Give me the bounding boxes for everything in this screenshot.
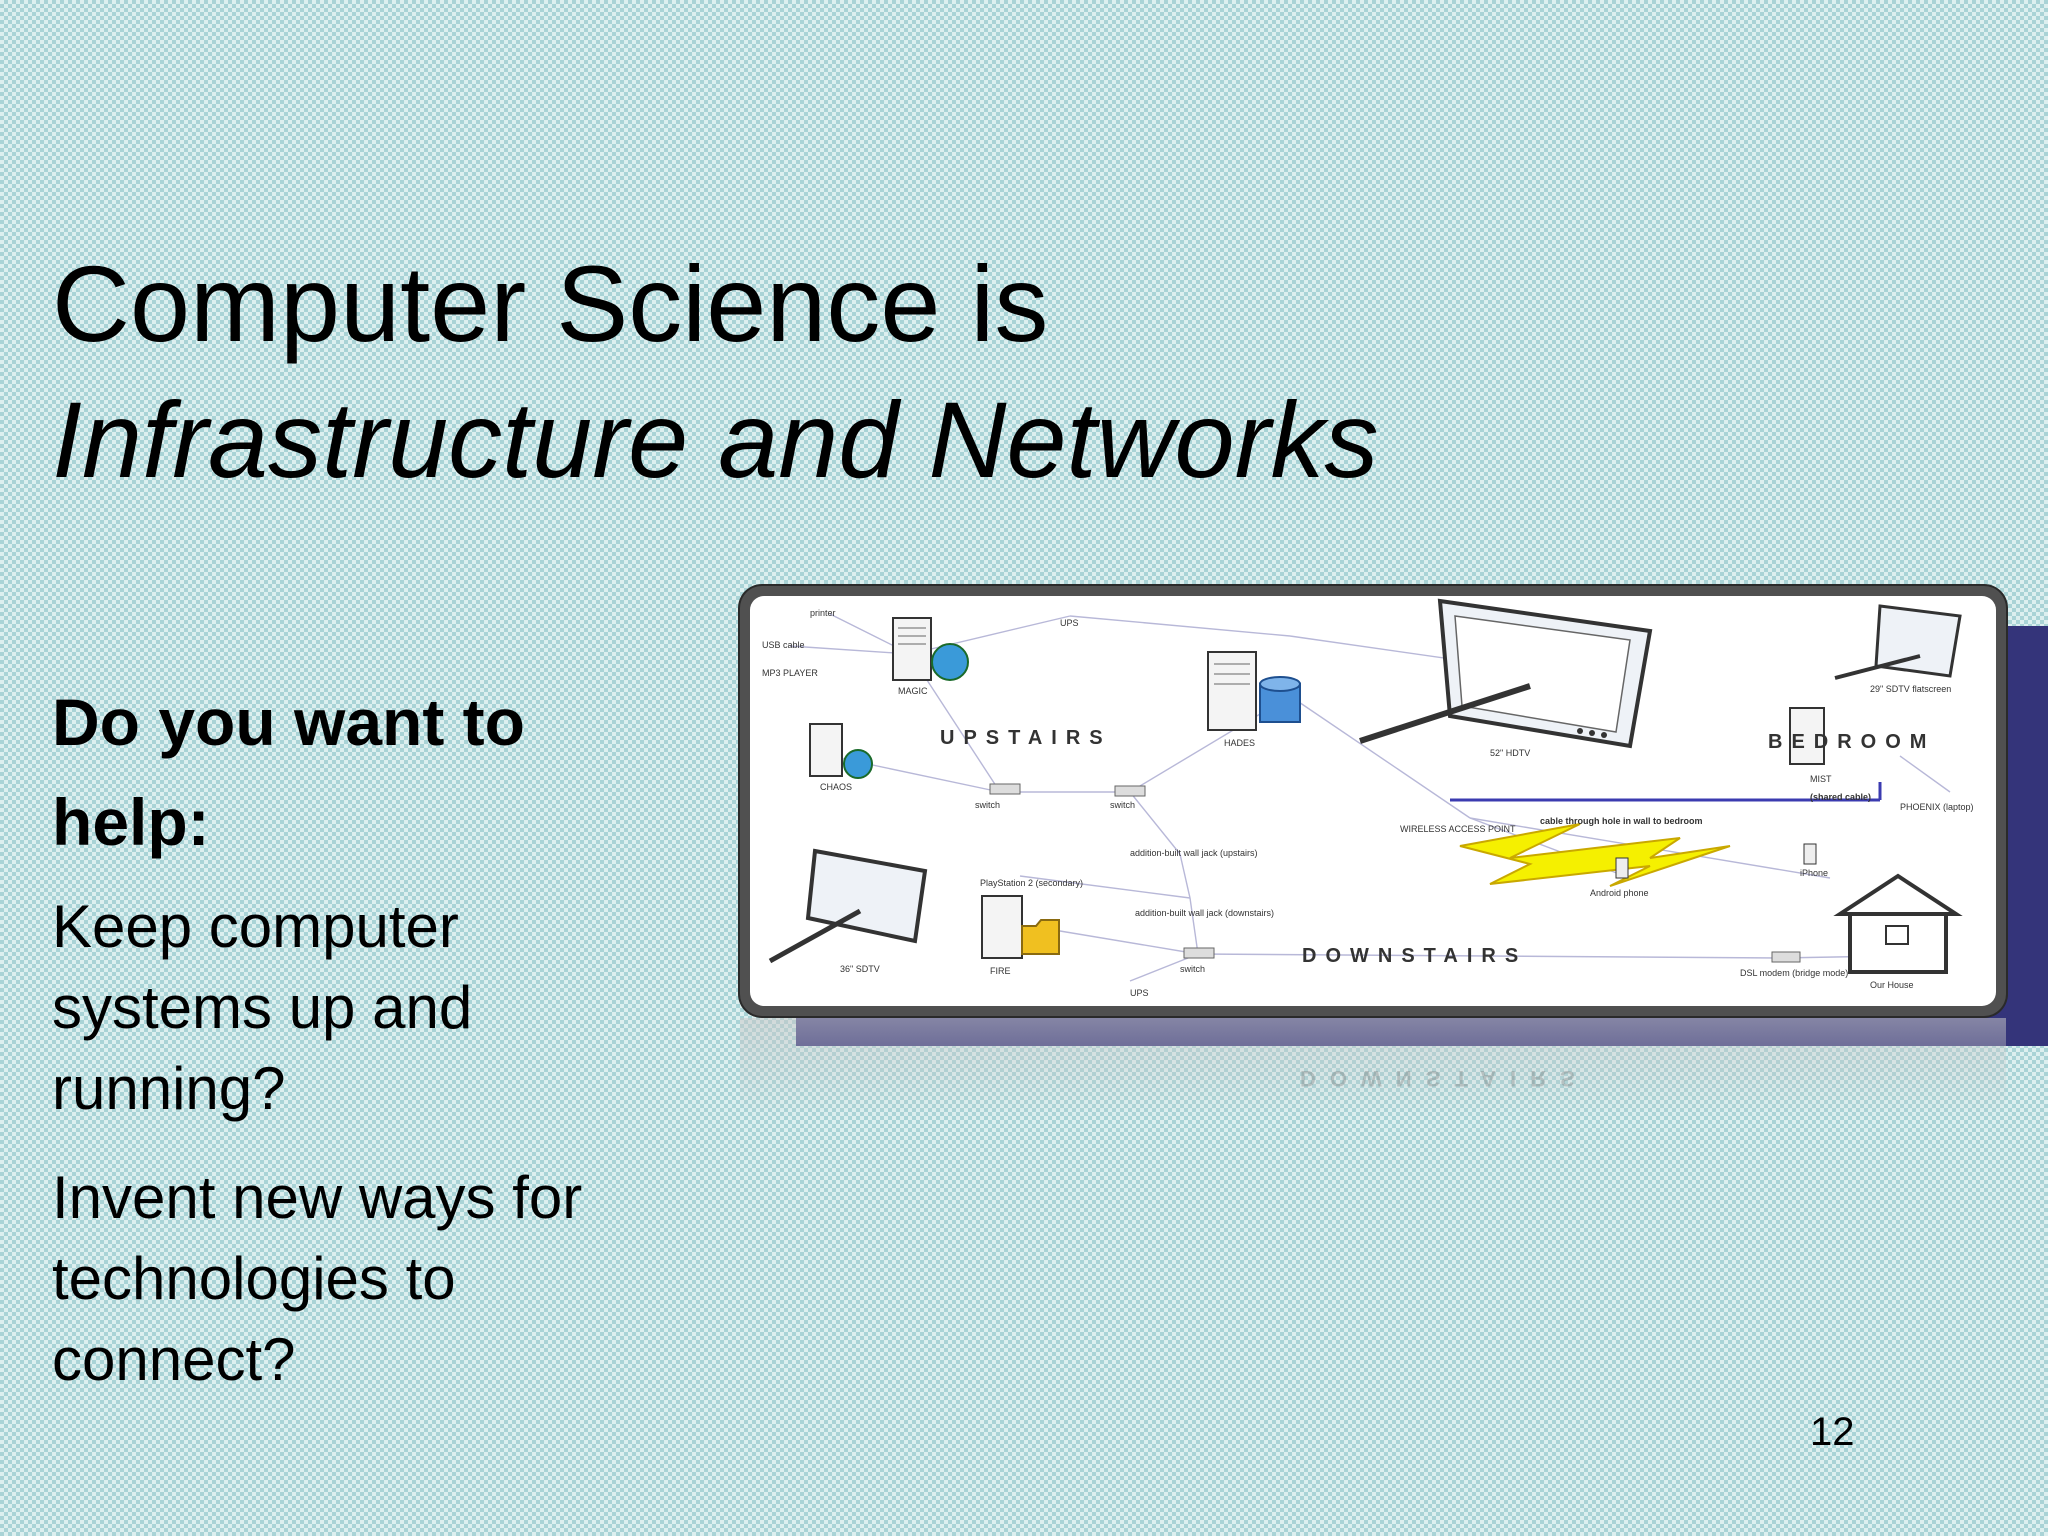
diagram-label: Our House xyxy=(1870,980,1914,990)
diagram-label: USB cable xyxy=(762,640,805,650)
page-number: 12 xyxy=(1810,1410,1855,1454)
phone-icon xyxy=(1615,857,1629,879)
monitor-icon xyxy=(1359,598,1653,749)
server-icon xyxy=(981,895,1023,959)
diagram-label: MAGIC xyxy=(898,686,928,696)
diagram-label: printer xyxy=(810,608,836,618)
diagram-label: switch xyxy=(1180,964,1205,974)
monitor-icon xyxy=(768,848,928,964)
diagram-label: FIRE xyxy=(990,966,1011,976)
diagram-label: 29" SDTV flatscreen xyxy=(1870,684,1951,694)
slide-title: Computer Science is Infrastructure and N… xyxy=(52,236,1379,508)
diagram-label: cable through hole in wall to bedroom xyxy=(1540,816,1703,826)
lightning-icon xyxy=(1459,823,1731,887)
switch-icon xyxy=(1114,785,1146,797)
network-diagram-svg: printer USB cable MP3 PLAYER MAGIC UPS H… xyxy=(762,598,1974,998)
diagram-label: HADES xyxy=(1224,738,1255,748)
diagram-label: WIRELESS ACCESS POINT xyxy=(1400,824,1516,834)
switch-icon xyxy=(989,783,1021,795)
switch-icon xyxy=(1771,951,1801,963)
diagram-label: 52" HDTV xyxy=(1490,748,1530,758)
diagram-label: MIST xyxy=(1810,774,1832,784)
diagram-label: CHAOS xyxy=(820,782,852,792)
diagram-label: 36" SDTV xyxy=(840,964,880,974)
server-icon xyxy=(892,617,932,681)
diagram-label: DSL modem (bridge mode) xyxy=(1740,968,1848,978)
phone-icon xyxy=(1803,843,1817,865)
monitor-icon xyxy=(1834,604,1962,680)
network-diagram-frame: printer USB cable MP3 PLAYER MAGIC UPS H… xyxy=(740,586,2006,1016)
diagram-label: UPS xyxy=(1060,618,1079,628)
bullet-point: Keep computer systems up and running? xyxy=(52,893,473,1122)
image-reflection xyxy=(740,1018,2006,1118)
server-icon xyxy=(809,723,843,777)
bullet-point: Invent new ways for technologies to conn… xyxy=(52,1164,583,1393)
diagram-label: UPS xyxy=(1130,988,1149,998)
network-diagram: printer USB cable MP3 PLAYER MAGIC UPS H… xyxy=(750,596,1996,1006)
diagram-label: addition-built wall jack (upstairs) xyxy=(1130,848,1258,858)
server-icon xyxy=(1207,651,1257,731)
diagram-label: switch xyxy=(1110,800,1135,810)
switch-icon xyxy=(1183,947,1215,959)
globe-icon xyxy=(843,749,873,779)
globe-icon xyxy=(931,643,969,681)
folder-icon xyxy=(1021,919,1060,955)
slide-body: Do you want to help: Keep computer syste… xyxy=(52,672,692,1428)
diagram-label: iPhone xyxy=(1800,868,1828,878)
zone-label-downstairs: DOWNSTAIRS xyxy=(1302,945,1527,967)
house-icon xyxy=(1833,873,1963,974)
server-icon xyxy=(1789,707,1825,765)
diagram-label: PHOENIX (laptop) xyxy=(1900,802,1974,812)
title-line-2: Infrastructure and Networks xyxy=(52,379,1379,500)
question-heading: Do you want to help: xyxy=(52,685,525,859)
title-line-1: Computer Science is xyxy=(52,243,1049,364)
database-icon xyxy=(1259,676,1301,723)
reflection-text: DOWNSTAIRS xyxy=(1300,1066,1589,1091)
diagram-label: Android phone xyxy=(1590,888,1649,898)
diagram-label: addition-built wall jack (downstairs) xyxy=(1135,908,1274,918)
diagram-label: (shared cable) xyxy=(1810,792,1871,802)
zone-label-upstairs: UPSTAIRS xyxy=(940,727,1112,749)
zone-label-bedroom: BEDROOM xyxy=(1768,731,1935,753)
diagram-label: MP3 PLAYER xyxy=(762,668,818,678)
diagram-label: switch xyxy=(975,800,1000,810)
diagram-label: PlayStation 2 (secondary) xyxy=(980,878,1083,888)
